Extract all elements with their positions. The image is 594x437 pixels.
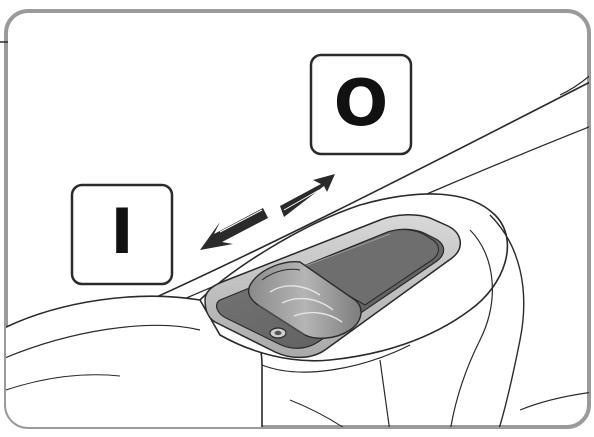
- arrow-left-icon: [200, 208, 268, 250]
- on-symbol-label: I: [110, 195, 133, 268]
- arrow-right-icon: [280, 174, 335, 217]
- armrest-drawing: [6, 71, 589, 427]
- switch-off-symbol-icon: O: [309, 53, 413, 156]
- off-symbol-label: O: [334, 67, 388, 141]
- switch-on-symbol-icon: I: [70, 183, 174, 286]
- slide-switch-icon: [204, 214, 461, 359]
